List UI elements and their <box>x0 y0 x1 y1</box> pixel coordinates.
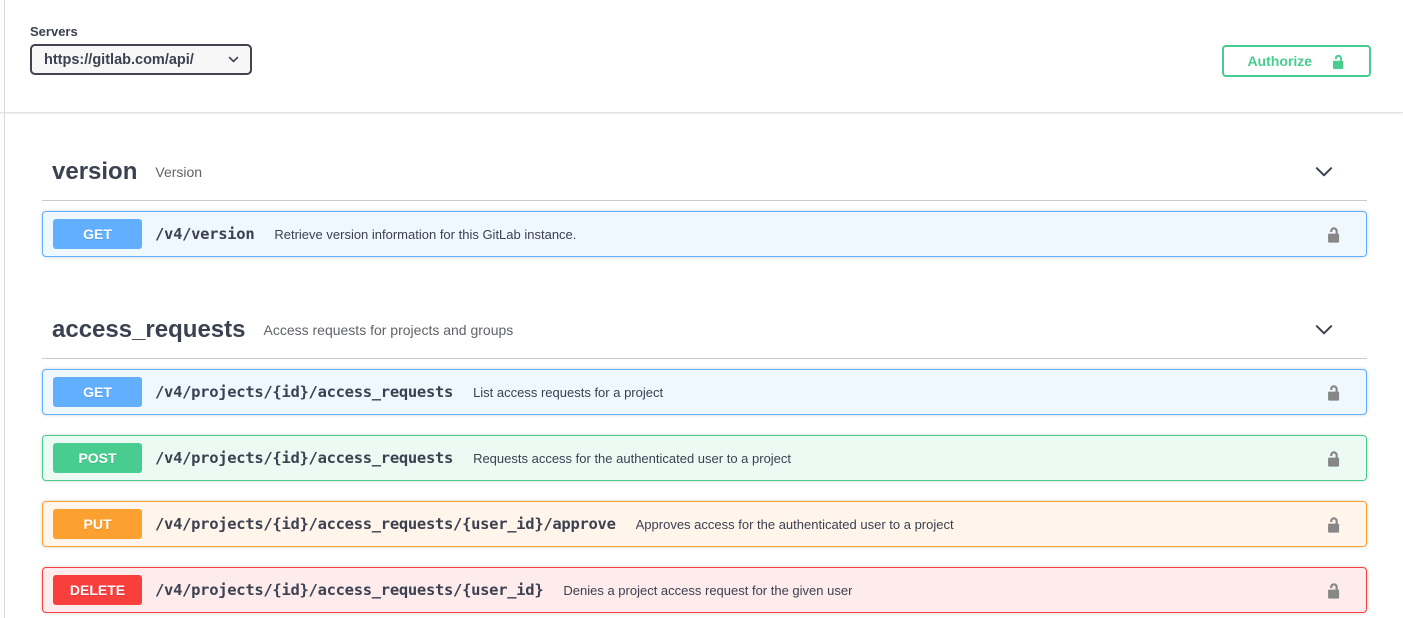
chevron-down-icon[interactable] <box>1313 319 1335 341</box>
operation-row[interactable]: GET /v4/version Retrieve version informa… <box>42 211 1367 257</box>
unlock-icon <box>1332 54 1344 69</box>
auth-lock-button[interactable] <box>1318 219 1348 249</box>
unlock-icon <box>1327 450 1339 467</box>
operation-row[interactable]: GET /v4/projects/{id}/access_requests Li… <box>42 369 1367 415</box>
operation-summary: Approves access for the authenticated us… <box>635 516 954 532</box>
operation-summary: List access requests for a project <box>473 384 664 400</box>
api-tag-section: access_requests Access requests for proj… <box>42 301 1367 618</box>
api-tag-section: version Version GET /v4/version Retrieve… <box>42 143 1367 271</box>
section-title: access_requests <box>52 315 246 343</box>
operation-row[interactable]: PUT /v4/projects/{id}/access_requests/{u… <box>42 501 1367 547</box>
page-left-border <box>4 0 5 618</box>
operation-row[interactable]: DELETE /v4/projects/{id}/access_requests… <box>42 567 1367 613</box>
servers-select[interactable]: https://gitlab.com/api/ <box>30 44 252 75</box>
operation-path: /v4/projects/{id}/access_requests <box>155 449 454 467</box>
operation-path: /v4/projects/{id}/access_requests/{user_… <box>155 581 544 599</box>
servers-select-wrap: https://gitlab.com/api/ <box>30 44 252 75</box>
operation-row[interactable]: POST /v4/projects/{id}/access_requests R… <box>42 435 1367 481</box>
http-method-badge: PUT <box>53 509 142 539</box>
operation-path: /v4/projects/{id}/access_requests <box>155 383 454 401</box>
operation-summary: Denies a project access request for the … <box>563 582 853 598</box>
operation-summary: Requests access for the authenticated us… <box>473 450 792 466</box>
unlock-icon <box>1327 582 1339 599</box>
api-sections: version Version GET /v4/version Retrieve… <box>0 143 1403 618</box>
http-method-badge: GET <box>53 377 142 407</box>
operation-summary: Retrieve version information for this Gi… <box>274 226 577 242</box>
section-description: Version <box>155 163 203 180</box>
section-title: version <box>52 157 138 185</box>
operations-list: GET /v4/version Retrieve version informa… <box>42 201 1367 271</box>
auth-lock-button[interactable] <box>1318 509 1348 539</box>
operation-path: /v4/projects/{id}/access_requests/{user_… <box>155 515 616 533</box>
auth-lock-button[interactable] <box>1318 377 1348 407</box>
auth-lock-button[interactable] <box>1318 443 1348 473</box>
authorize-button-label: Authorize <box>1247 53 1312 69</box>
http-method-badge: GET <box>53 219 142 249</box>
section-description: Access requests for projects and groups <box>263 321 514 338</box>
section-header[interactable]: version Version <box>42 143 1367 201</box>
http-method-badge: POST <box>53 443 142 473</box>
servers-label: Servers <box>30 24 78 39</box>
auth-lock-button[interactable] <box>1318 575 1348 605</box>
unlock-icon <box>1327 384 1339 401</box>
operations-list: GET /v4/projects/{id}/access_requests Li… <box>42 359 1367 618</box>
chevron-down-icon[interactable] <box>1313 161 1335 183</box>
http-method-badge: DELETE <box>53 575 142 605</box>
unlock-icon <box>1327 516 1339 533</box>
unlock-icon <box>1327 226 1339 243</box>
section-header[interactable]: access_requests Access requests for proj… <box>42 301 1367 359</box>
operation-path: /v4/version <box>155 225 255 243</box>
authorize-button[interactable]: Authorize <box>1222 45 1371 77</box>
scheme-container: Servers https://gitlab.com/api/ Authoriz… <box>0 0 1403 113</box>
